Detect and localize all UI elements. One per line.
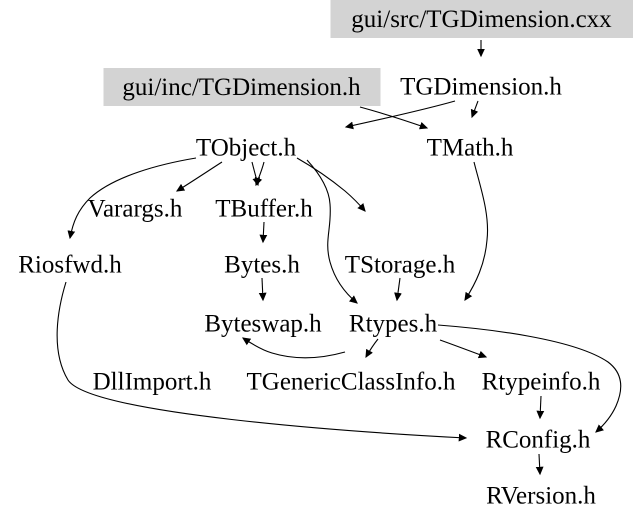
graph-node-dllimport-h[interactable]: DllImport.h (92, 368, 212, 396)
graph-node-riosfwd-h[interactable]: Riosfwd.h (18, 251, 122, 279)
graph-node-tmath-h[interactable]: TMath.h (426, 134, 514, 162)
graph-node-rconfig-h[interactable]: RConfig.h (485, 426, 591, 454)
graph-node-tgdimension-h[interactable]: TGDimension.h (400, 73, 562, 101)
graph-node-tgenericclassinfo-h[interactable]: TGenericClassInfo.h (246, 368, 456, 396)
edge-tmath-to-rtypes (464, 161, 489, 302)
graph-node-gui-src-tgdimension-cxx[interactable]: gui/src/TGDimension.cxx (330, 0, 633, 38)
edge-rtypes-to-rtypeinfo (439, 339, 488, 359)
edge-bytes-to-byteswap (258, 277, 267, 302)
edge-rconfig-to-rversion (535, 453, 544, 476)
edge-rtypeinfo-to-rconfig (536, 395, 545, 420)
graph-node-tbuffer-h[interactable]: TBuffer.h (215, 195, 313, 223)
edge-tobject-to-rtypes (306, 159, 358, 304)
graph-node-byteswap-h[interactable]: Byteswap.h (204, 310, 322, 338)
edge-tgdimension-to-tmath (470, 100, 479, 119)
graph-node-bytes-h[interactable]: Bytes.h (224, 251, 300, 279)
edge-riosfwd-to-rconfig (56, 281, 468, 442)
edge-tobject-to-tbuffer-b (254, 161, 265, 187)
graph-node-rtypeinfo-h[interactable]: Rtypeinfo.h (481, 368, 601, 396)
edge-tbuffer-to-bytes (259, 221, 268, 244)
edge-rtypes-to-byteswap (242, 337, 346, 359)
graph-node-tobject-h[interactable]: TObject.h (195, 134, 297, 162)
graph-node-rtypes-h[interactable]: Rtypes.h (348, 310, 438, 338)
graph-node-tstorage-h[interactable]: TStorage.h (344, 251, 456, 279)
edge-rtypes-to-tgenericclassinfo (365, 338, 379, 359)
graph-node-varargs-h[interactable]: Varargs.h (87, 195, 183, 223)
edge-tstorage-to-rtypes (394, 277, 402, 302)
edge-guiinc-to-tmath (359, 106, 429, 130)
edge-tobject-to-varargs (175, 161, 223, 192)
edge-tobject-to-tbuffer (251, 161, 261, 187)
graph-node-rversion-h[interactable]: RVersion.h (486, 482, 596, 510)
graph-node-gui-inc-tgdimension-h[interactable]: gui/inc/TGDimension.h (103, 68, 380, 106)
